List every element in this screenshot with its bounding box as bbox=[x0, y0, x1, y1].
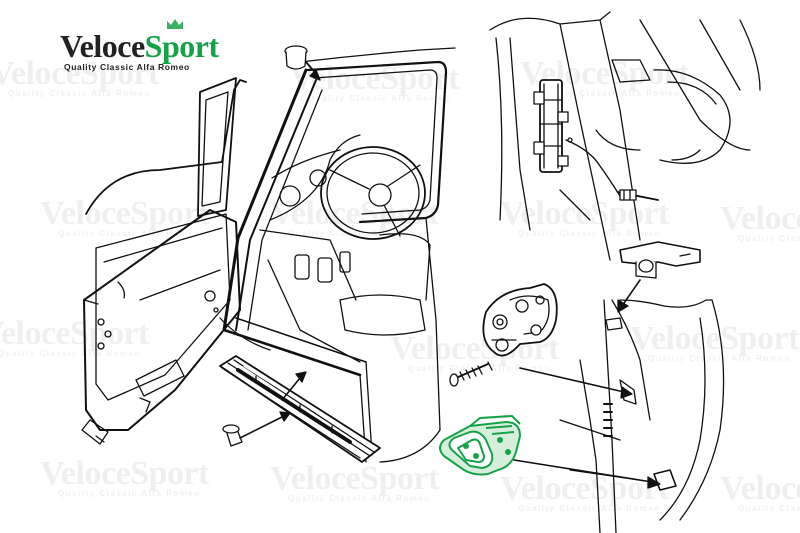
latch-bracket-part bbox=[617, 241, 701, 313]
sill-plug-part bbox=[222, 411, 291, 447]
b-pillar-drawing bbox=[559, 299, 725, 533]
roof-plug-part bbox=[284, 45, 321, 81]
highlighted-shim-part bbox=[439, 415, 521, 476]
door-lock-part bbox=[482, 283, 633, 399]
logo-tagline: Quality Classic Alfa Romeo bbox=[64, 62, 190, 72]
car-body-drawing bbox=[81, 47, 456, 463]
striker-arrow bbox=[513, 459, 661, 489]
logo-brand-b: Sport bbox=[144, 28, 219, 64]
sill-plate-part bbox=[219, 355, 381, 463]
logo-wordmark: VeloceSport bbox=[60, 28, 219, 65]
screw-part bbox=[449, 361, 493, 387]
logo-brand-a: Veloce bbox=[60, 28, 145, 64]
veloce-sport-logo: VeloceSport Quality Classic Alfa Romeo bbox=[58, 18, 248, 78]
hinge-detail-drawing bbox=[489, 11, 761, 261]
crown-crest-icon bbox=[167, 19, 183, 29]
